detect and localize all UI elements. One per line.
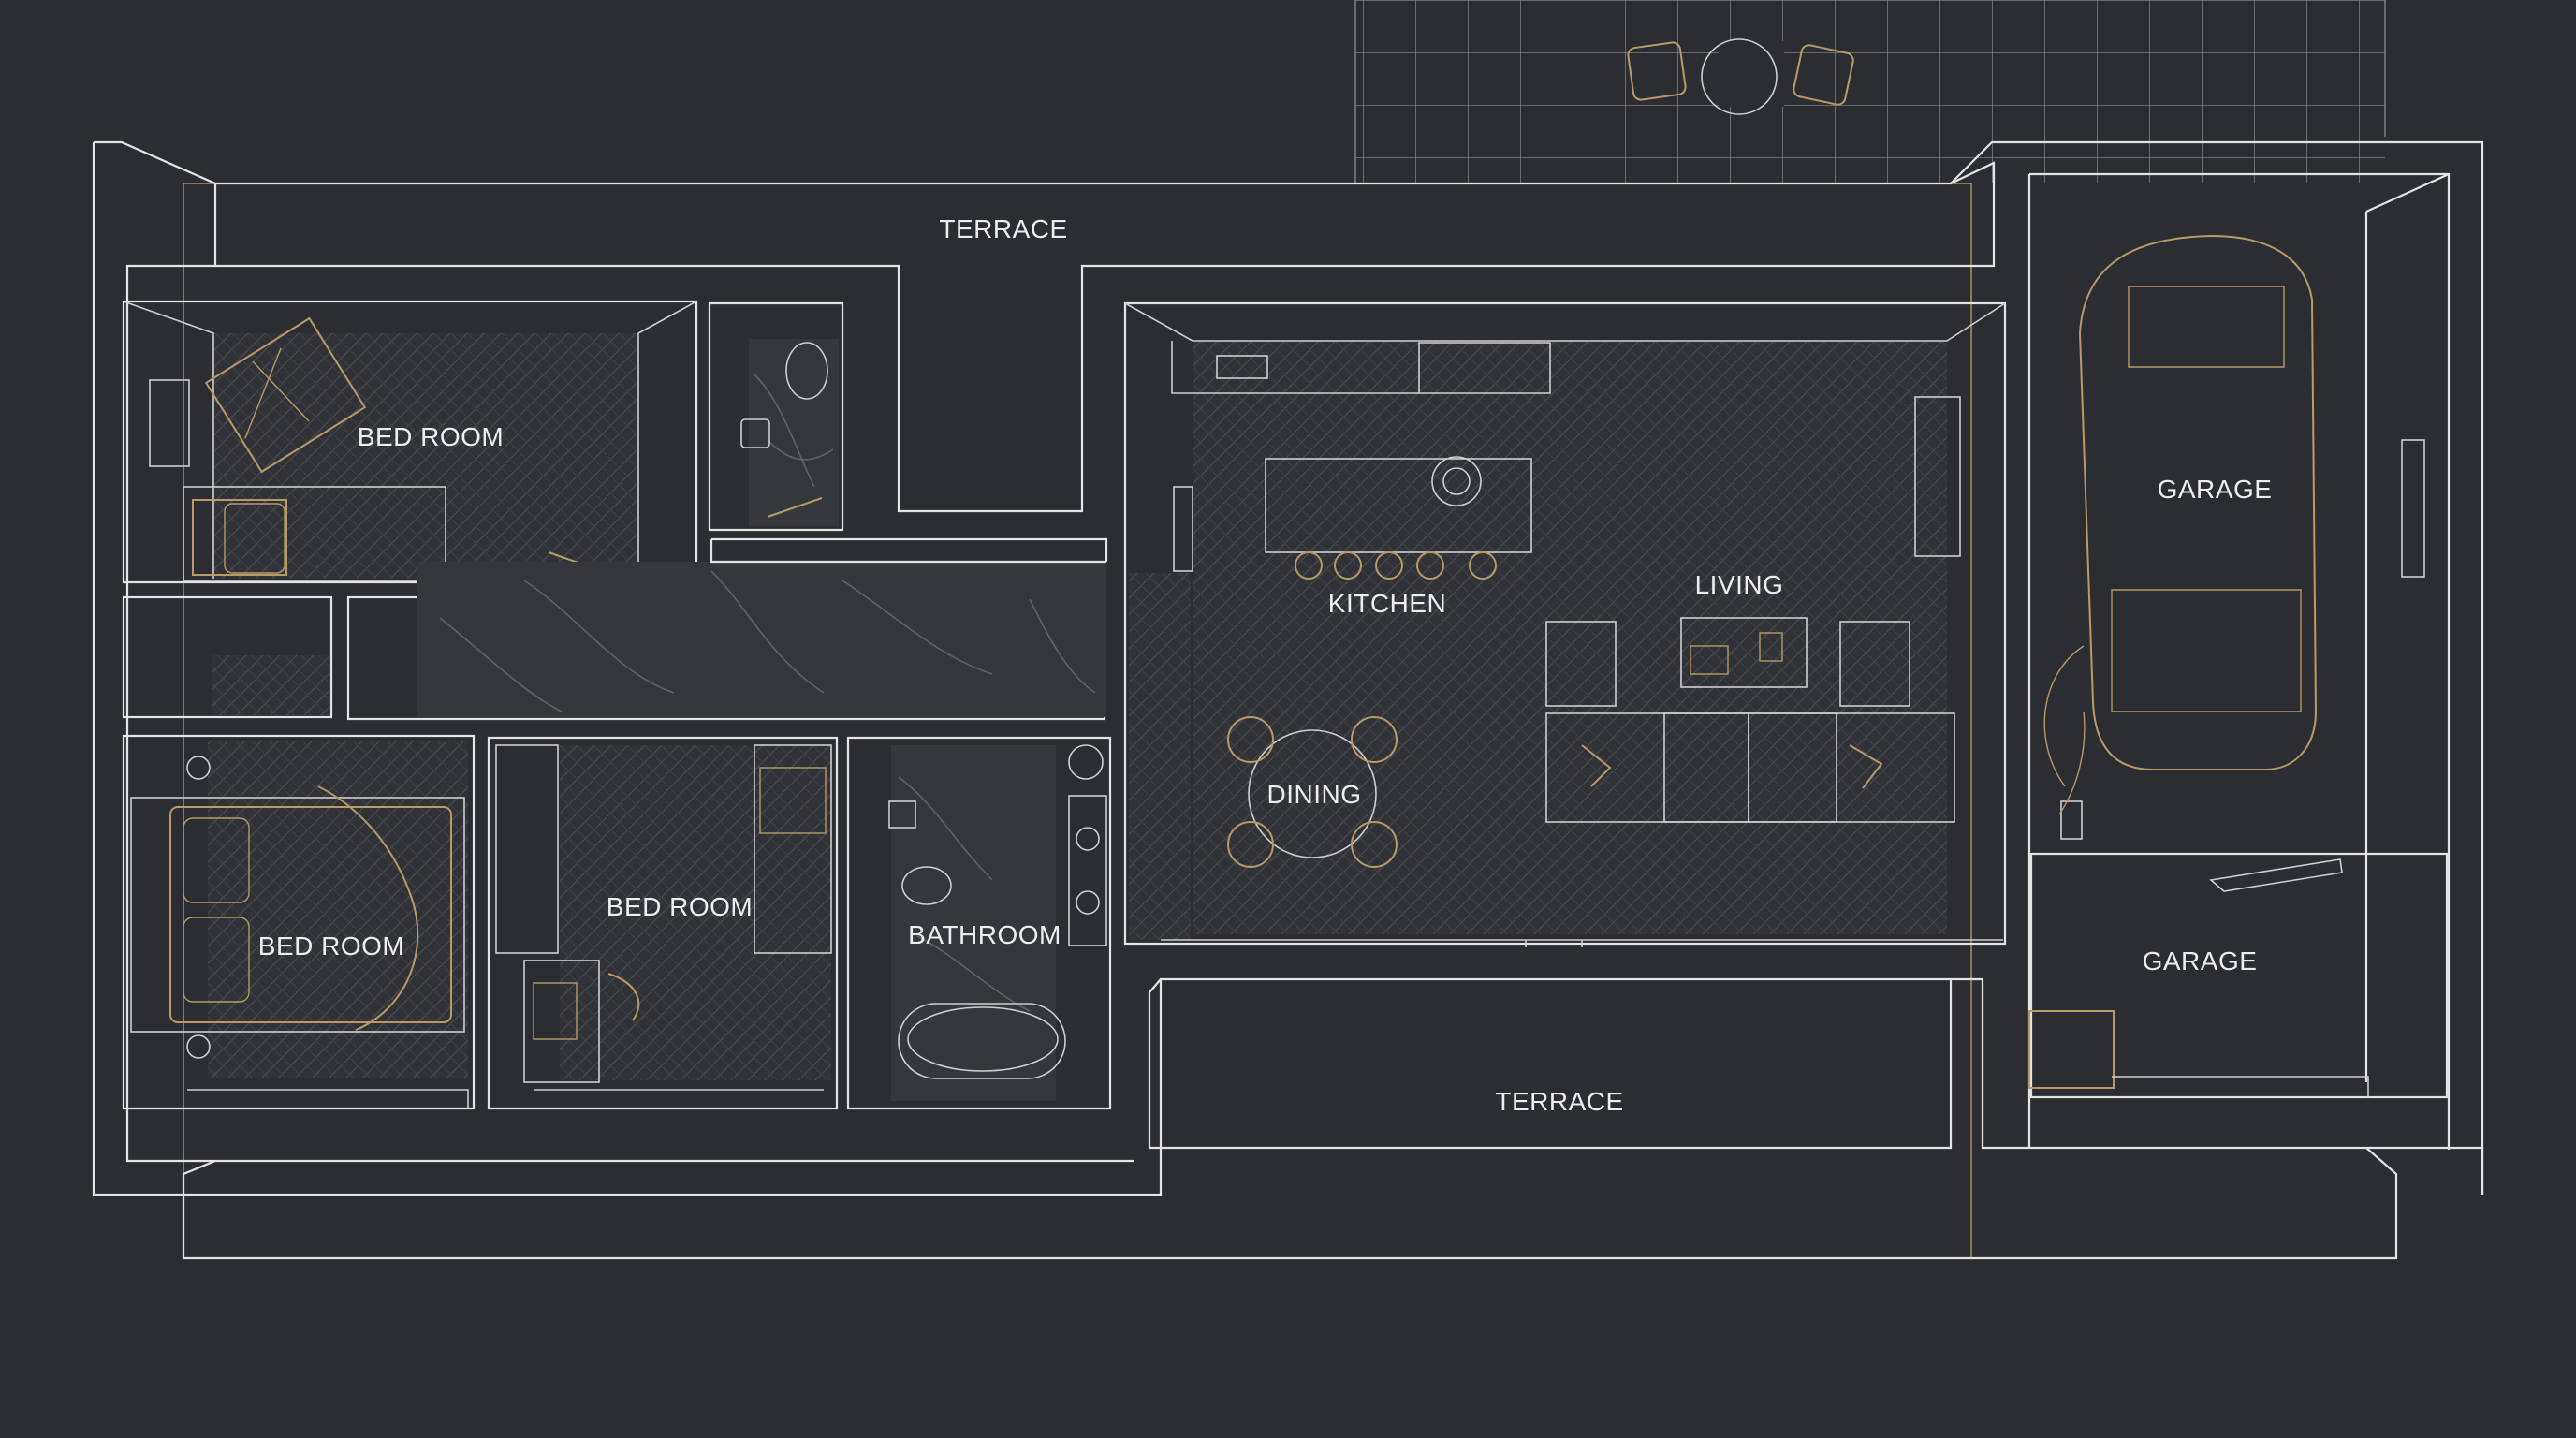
garage-top-room <box>2043 234 2425 840</box>
wc-room <box>708 301 844 532</box>
patio-table-set <box>1627 38 1854 115</box>
label-garage-top: GARAGE <box>2158 475 2273 504</box>
kitchen-living-room <box>1123 301 2007 947</box>
label-garage-bottom: GARAGE <box>2143 946 2258 976</box>
bathroom-room <box>846 736 1112 1110</box>
corridor <box>122 537 1108 721</box>
label-dining: DINING <box>1267 780 1362 809</box>
label-bathroom: BATHROOM <box>908 920 1061 949</box>
garage-bottom-room <box>2028 852 2449 1099</box>
label-terrace-bottom: TERRACE <box>1495 1087 1623 1116</box>
bedroom-top-room <box>122 300 698 584</box>
label-bedroom-middle: BED ROOM <box>607 892 753 921</box>
label-bedroom-top: BED ROOM <box>358 422 504 451</box>
room-labels: TERRACE BED ROOM BED ROOM BED ROOM BATHR… <box>258 214 2273 1116</box>
bedroom-left-room <box>122 734 476 1110</box>
bedroom-middle-room <box>487 736 839 1110</box>
label-bedroom-left: BED ROOM <box>258 932 404 961</box>
label-kitchen: KITCHEN <box>1328 589 1446 618</box>
label-terrace-top: TERRACE <box>939 214 1067 243</box>
patio-grid <box>1354 0 2386 183</box>
exterior-walls <box>92 140 2484 1260</box>
label-living: LIVING <box>1695 570 1784 599</box>
